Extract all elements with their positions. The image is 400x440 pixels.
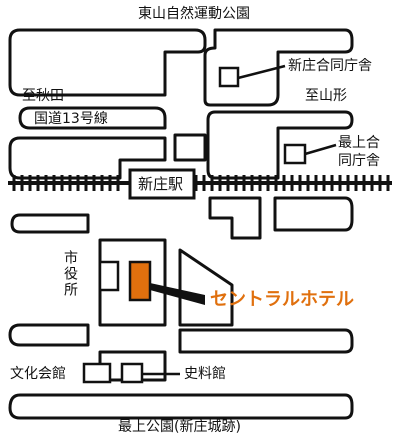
station-box (128, 168, 196, 200)
block-top-right (203, 28, 354, 107)
label-hotel: セントラルホテル (210, 289, 354, 310)
block-lower-left (10, 213, 90, 234)
label-to-akita: 至秋田 (22, 88, 64, 104)
hotel-pointer (150, 283, 205, 305)
block-station-right (208, 196, 262, 240)
culture-hall-building (82, 362, 112, 384)
block-mid-center (173, 133, 207, 162)
archives-building (120, 362, 144, 384)
road-route13 (18, 106, 167, 130)
label-shinjo-joint: 新庄合同庁舎 (288, 58, 372, 74)
label-city-hall: 市役所 (62, 250, 78, 298)
label-to-yamagata: 至山形 (305, 88, 347, 104)
road-bottom (8, 393, 354, 420)
block-bottom-left (8, 323, 90, 347)
label-culture-hall: 文化会館 (10, 366, 66, 382)
road-route13-right (206, 110, 354, 180)
road-hotel-approach (178, 248, 234, 327)
label-park-bottom: 最上公園(新庄城跡) (118, 419, 241, 435)
mogami-joint-building (283, 143, 307, 165)
label-archives: 史料館 (184, 366, 226, 382)
hotel-building (128, 260, 152, 302)
shinjo-joint-building (218, 66, 240, 88)
label-park-top: 東山自然運動公園 (138, 6, 250, 22)
railway-track (8, 175, 392, 191)
label-mogami-joint-1: 最上合 (338, 135, 380, 151)
label-mogami-joint-2: 同庁舎 (338, 153, 380, 169)
label-station: 新庄駅 (138, 175, 184, 193)
block-city-hall (98, 238, 167, 327)
block-lower-right (273, 196, 354, 232)
block-bottom-right (178, 328, 354, 354)
block-top-left (8, 28, 207, 97)
city-hall-building (98, 260, 120, 292)
label-route13: 国道13号線 (34, 111, 108, 127)
